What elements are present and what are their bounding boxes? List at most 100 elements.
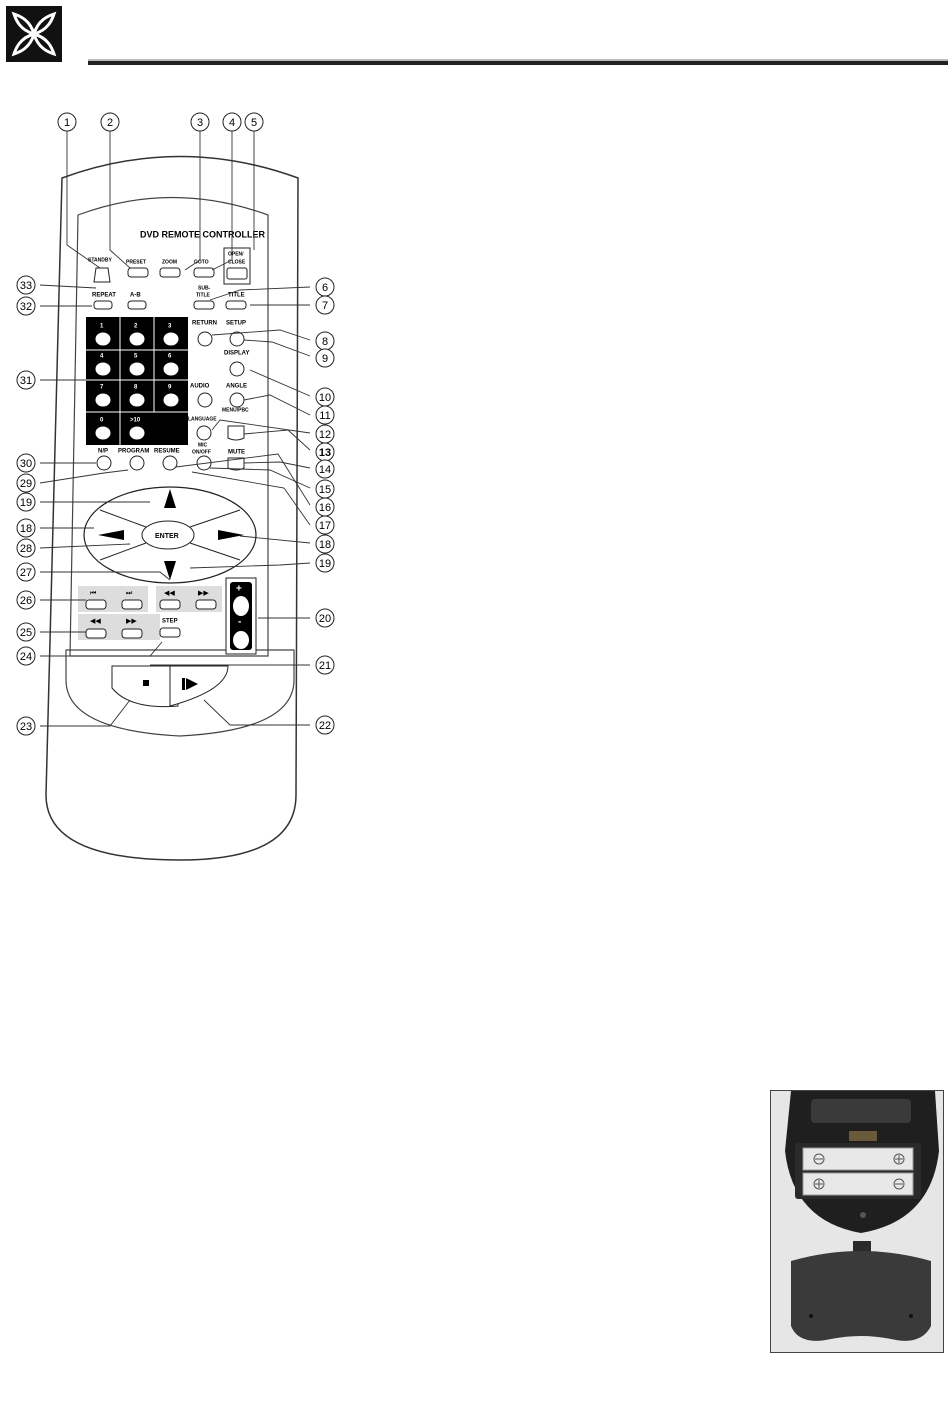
ab-label: A-B <box>130 293 141 299</box>
key-4[interactable] <box>94 361 112 377</box>
header-rule <box>88 53 948 65</box>
open-label: OPEN/ <box>228 251 244 257</box>
key-5[interactable] <box>128 361 146 377</box>
key-2[interactable] <box>128 331 146 347</box>
resume-button[interactable] <box>162 455 178 471</box>
return-button[interactable] <box>197 331 213 347</box>
callout-25 <box>16 622 36 642</box>
display-button[interactable] <box>229 361 245 377</box>
slow-reverse-icon: ◀◀ <box>164 589 175 597</box>
volume-minus-label: - <box>238 617 241 628</box>
np-button[interactable] <box>96 455 112 471</box>
left-arrow-icon[interactable] <box>98 530 124 540</box>
slow-forward-button[interactable] <box>195 599 217 610</box>
callout-num-29: 29 <box>20 478 32 490</box>
battery-1 <box>802 1147 914 1171</box>
callout-num-7: 7 <box>322 300 328 312</box>
step-button[interactable] <box>159 627 181 638</box>
callout-num-13: 13 <box>319 447 331 459</box>
menu-button[interactable] <box>227 425 245 441</box>
key-7[interactable] <box>94 392 112 408</box>
callout-num-25: 25 <box>20 627 32 639</box>
key-0[interactable] <box>94 425 112 441</box>
open-close-button[interactable] <box>226 267 248 280</box>
callout-num-28: 28 <box>20 543 32 555</box>
volume-minus-button[interactable] <box>233 631 249 649</box>
callout-19l <box>16 492 36 512</box>
language-button[interactable] <box>196 425 212 441</box>
callout-18r <box>315 534 335 554</box>
key-8[interactable] <box>128 392 146 408</box>
key-2-label: 2 <box>134 324 138 330</box>
slow-reverse-button[interactable] <box>159 599 181 610</box>
callout-num-17: 17 <box>319 520 331 532</box>
title-button[interactable] <box>225 300 247 310</box>
mute-button[interactable] <box>227 457 245 471</box>
key-10plus[interactable] <box>128 425 146 441</box>
enter-label: ENTER <box>155 533 179 540</box>
mic-label-1: MIC <box>198 442 208 448</box>
standby-button[interactable] <box>93 267 111 283</box>
preset-label: PRESET <box>126 259 146 265</box>
callout-31 <box>16 370 36 390</box>
down-arrow-icon[interactable] <box>164 561 176 580</box>
prev-button[interactable] <box>85 599 107 610</box>
callout-27 <box>16 562 36 582</box>
callout-22 <box>315 715 335 735</box>
keypad-keys: 1 2 3 4 5 6 7 8 9 0 >10 <box>86 317 188 445</box>
mic-label-2: ON/OFF <box>192 449 211 455</box>
remote-svg: DVD REMOTE CONTROLLER STANDBY PRESET ZOO… <box>16 112 335 861</box>
setup-label: SETUP <box>226 321 246 327</box>
stop-button[interactable] <box>111 665 179 708</box>
callout-5 <box>244 112 264 132</box>
rewind-button[interactable] <box>85 628 107 639</box>
key-9-label: 9 <box>168 385 172 391</box>
callout-num-32: 32 <box>20 301 32 313</box>
callout-18l <box>16 518 36 538</box>
fast-forward-icon: ▶▶ <box>126 617 137 625</box>
subtitle-label-2: TITLE <box>196 292 211 298</box>
enter-button[interactable] <box>141 520 195 550</box>
key-1[interactable] <box>94 331 112 347</box>
battery-2 <box>802 1172 914 1196</box>
goto-button[interactable] <box>193 267 215 278</box>
callout-num-18l: 18 <box>20 523 32 535</box>
callout-num-15: 15 <box>319 484 331 496</box>
ab-button[interactable] <box>127 300 147 310</box>
key-3[interactable] <box>162 331 180 347</box>
volume-plus-button[interactable] <box>233 596 249 616</box>
subtitle-button[interactable] <box>193 300 215 310</box>
logo <box>6 6 62 62</box>
callout-num-12: 12 <box>319 429 331 441</box>
next-button[interactable] <box>121 599 143 610</box>
audio-button[interactable] <box>197 392 213 408</box>
repeat-button[interactable] <box>93 300 113 310</box>
callout-num-20: 20 <box>319 613 331 625</box>
key-4-label: 4 <box>100 354 104 360</box>
setup-button[interactable] <box>229 331 245 347</box>
rewind-icon: ◀◀ <box>90 617 101 625</box>
key-10plus-label: >10 <box>130 418 141 424</box>
key-1-label: 1 <box>100 324 104 330</box>
callout-20 <box>315 608 335 628</box>
up-arrow-icon[interactable] <box>164 489 176 508</box>
callout-14 <box>315 459 335 479</box>
key-6[interactable] <box>162 361 180 377</box>
remote-diagram: DVD REMOTE CONTROLLER STANDBY PRESET ZOO… <box>0 90 360 870</box>
play-pause-button[interactable] <box>169 665 229 707</box>
callout-21 <box>315 655 335 675</box>
play-pause-icon <box>186 678 198 690</box>
zoom-button[interactable] <box>159 267 181 278</box>
goto-label: GOTO <box>194 259 209 265</box>
brand-text: DVD REMOTE CONTROLLER <box>140 229 265 239</box>
angle-button[interactable] <box>229 392 245 408</box>
dpad-divider <box>99 509 147 528</box>
program-button[interactable] <box>129 455 145 471</box>
callout-19r <box>315 553 335 573</box>
key-9[interactable] <box>162 392 180 408</box>
fast-forward-button[interactable] <box>121 628 143 639</box>
slow-forward-icon: ▶▶ <box>198 589 209 597</box>
preset-button[interactable] <box>127 267 149 278</box>
battery-cover <box>791 1251 931 1341</box>
right-arrow-icon[interactable] <box>218 530 244 540</box>
